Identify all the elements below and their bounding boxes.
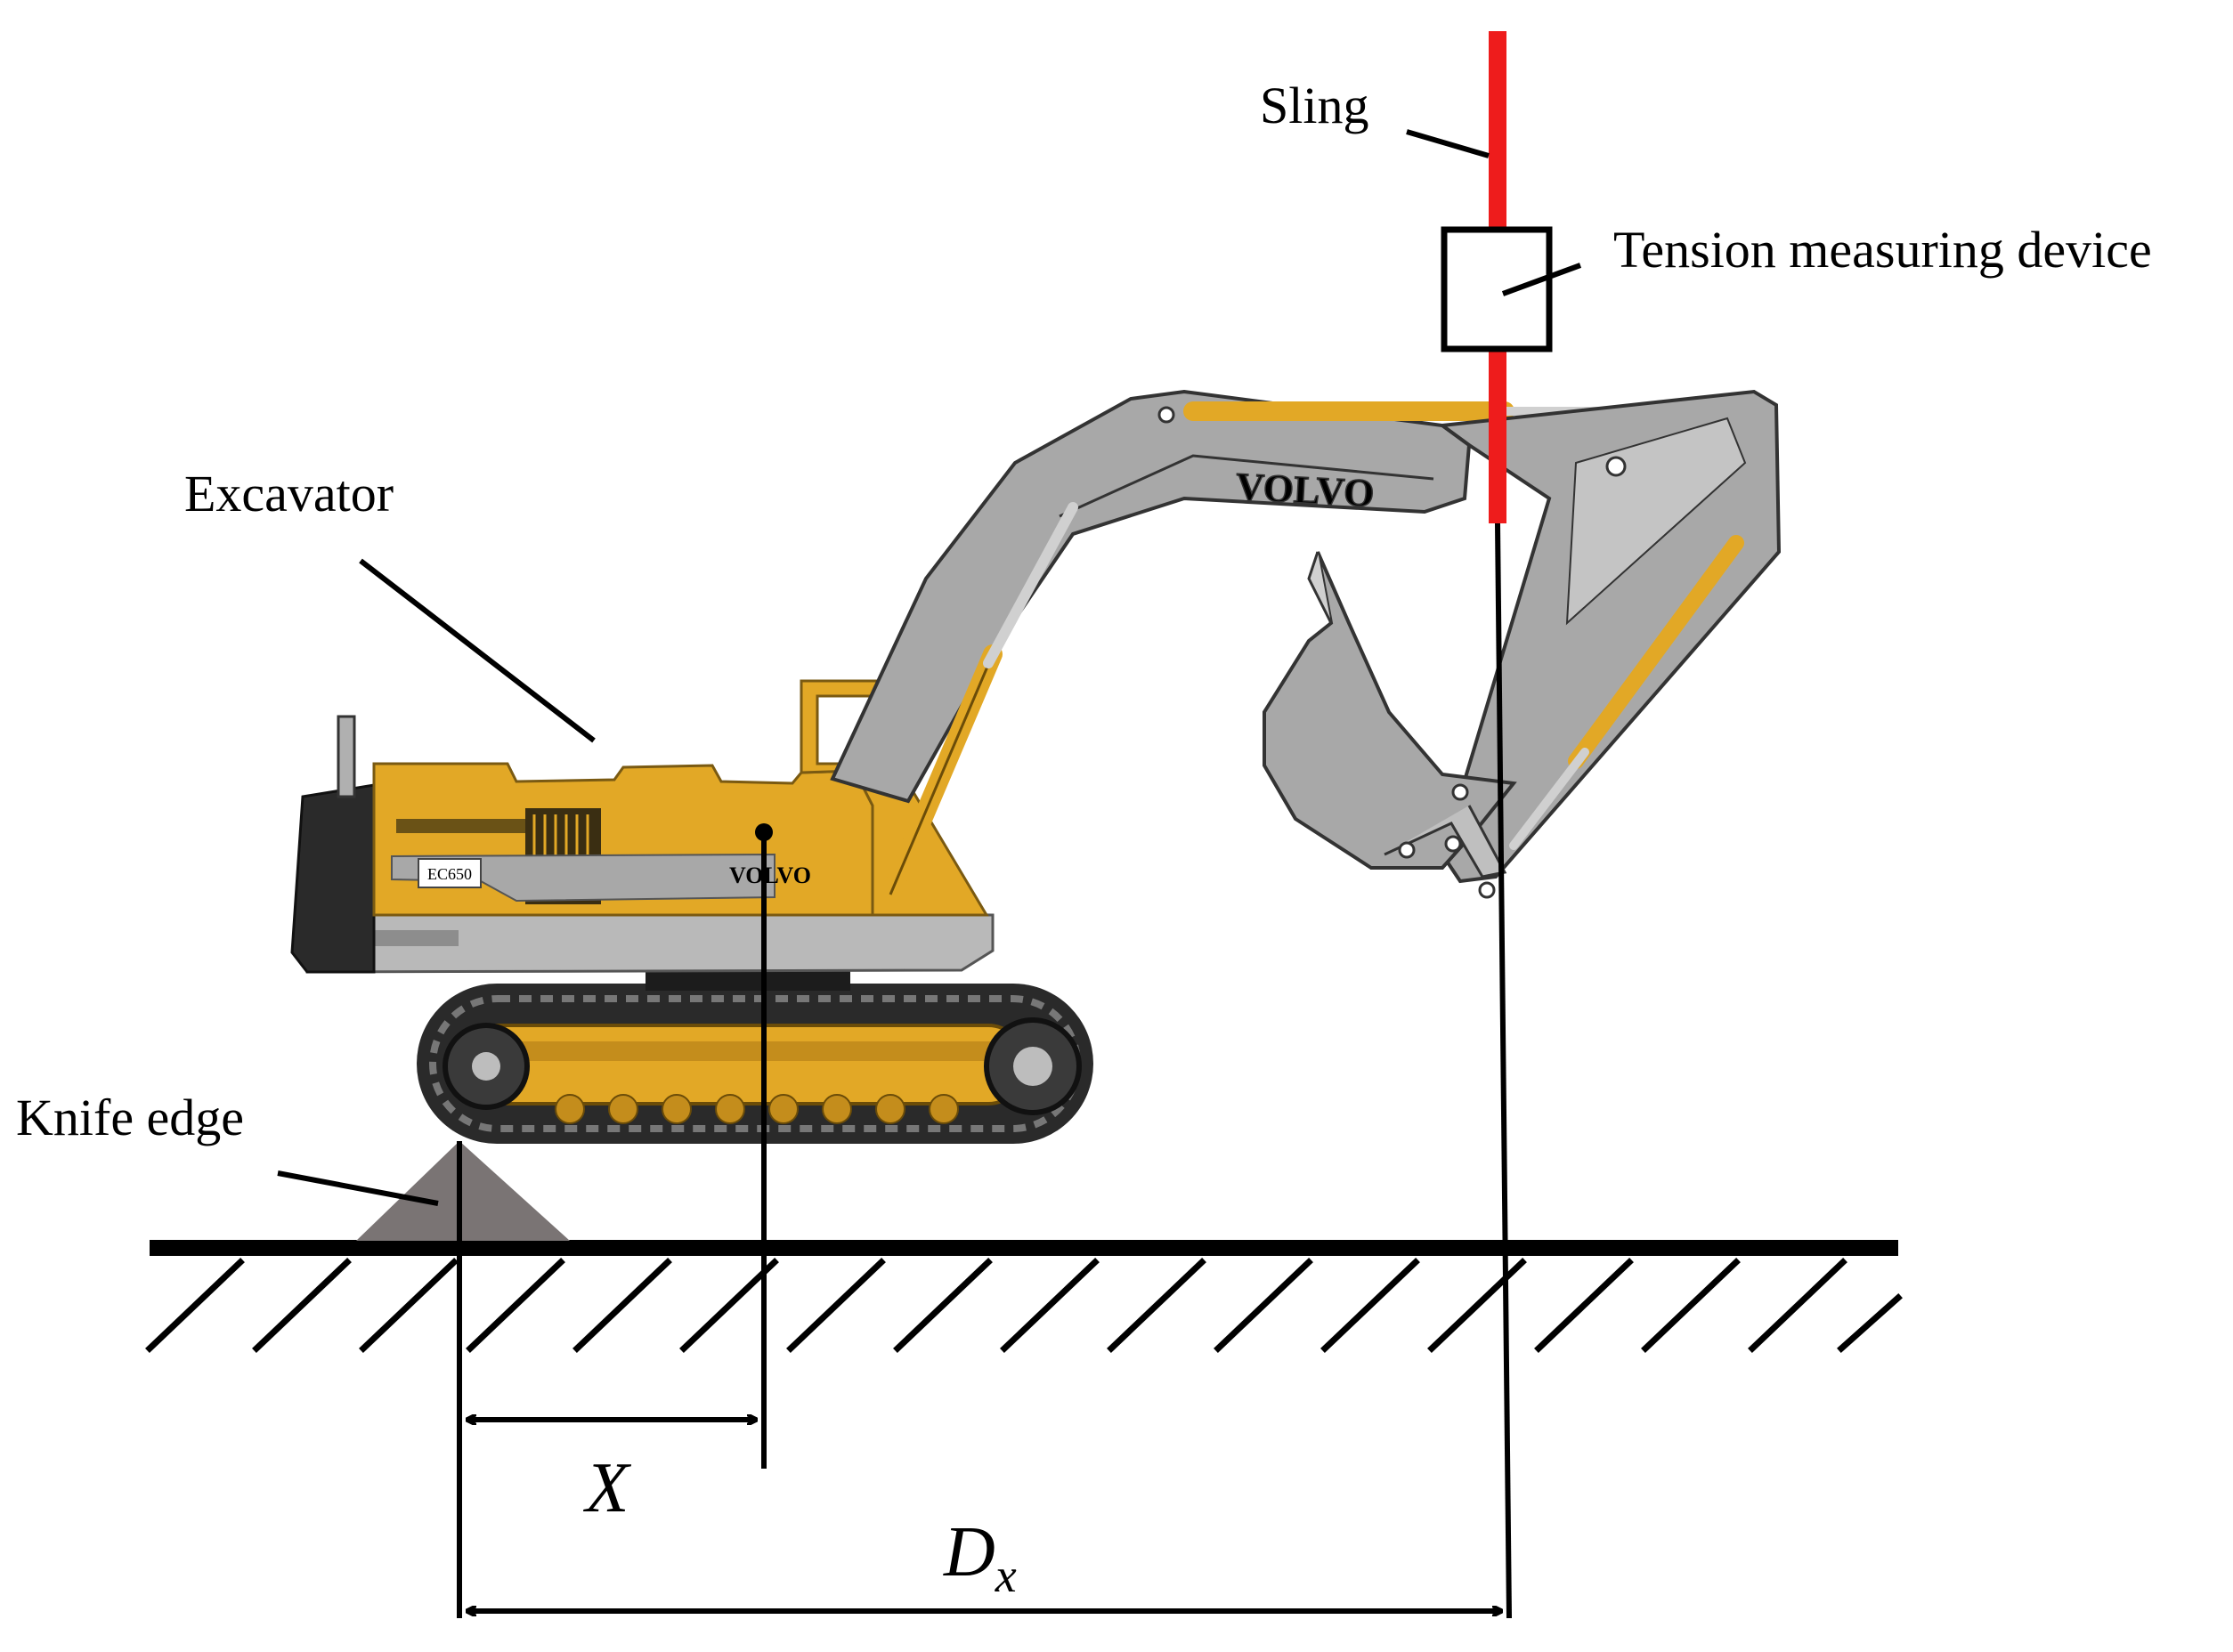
excavator-label: Excavator [184, 465, 394, 522]
ground-hatching [145, 1258, 1903, 1353]
exhaust-stack [337, 715, 356, 798]
crawler-track [417, 984, 1093, 1144]
ground [145, 1240, 1903, 1353]
excavator-leader [359, 558, 596, 743]
dx-symbol: D [943, 1513, 995, 1591]
body-brand-text: VOLVO [729, 862, 811, 888]
dx-subscript: x [995, 1549, 1017, 1602]
knife-edge-wedge [356, 1141, 570, 1241]
model-plate-text: EC650 [427, 865, 472, 883]
sling-leader [1406, 129, 1490, 158]
tension-device-label: Tension measuring device [1613, 221, 2152, 279]
arm-stick [1437, 389, 1782, 884]
sling-vertical-line [1495, 522, 1512, 1619]
knife-edge-label: Knife edge [16, 1089, 244, 1146]
x-dimension-label: X [583, 1449, 632, 1527]
knife-edge-leader [277, 1170, 439, 1206]
counterweight [290, 783, 376, 974]
dx-dimension-label: Dx [943, 1513, 1017, 1602]
bucket-cylinder [1568, 535, 1744, 769]
boom-brand-text: VOLVO [1235, 465, 1376, 515]
model-plate [418, 858, 482, 888]
excavator: EC650 VOLVO VOLVO [290, 389, 1782, 1144]
tension-measuring-device [1441, 226, 1553, 352]
sling-label: Sling [1260, 77, 1369, 134]
bucket [1263, 551, 1517, 870]
tension-device-leader [1501, 263, 1582, 296]
